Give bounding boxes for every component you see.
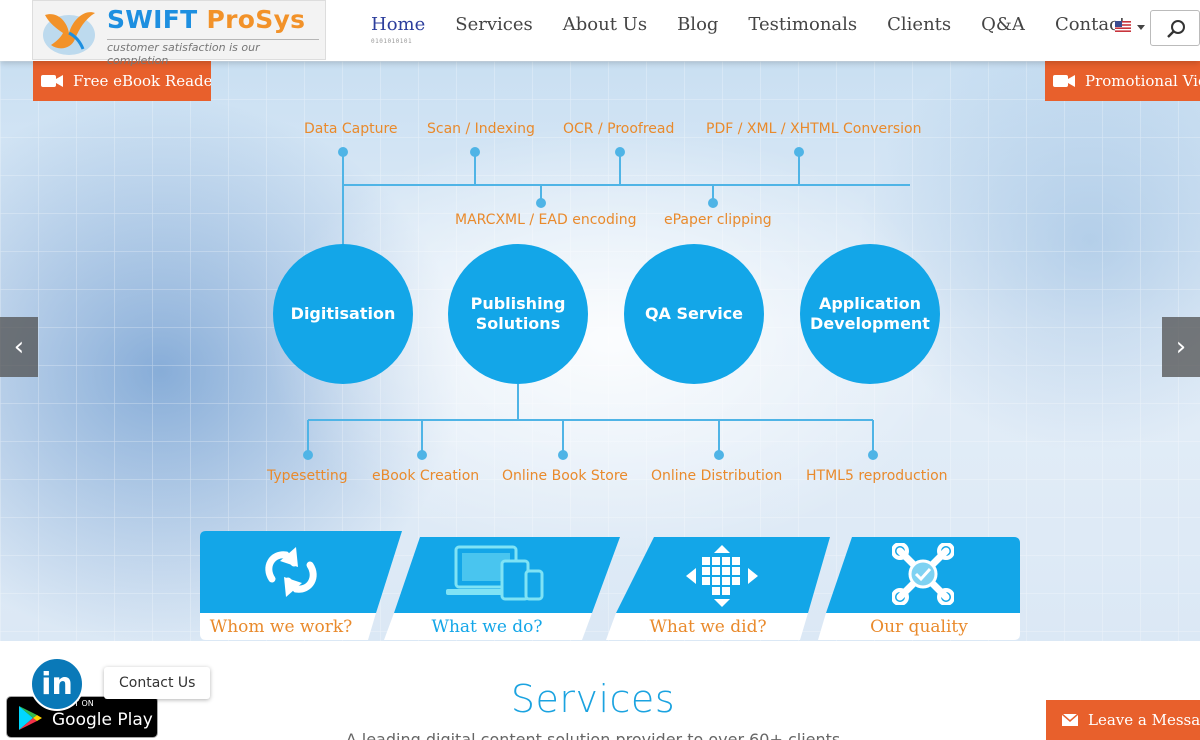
feature-tiles: Whom we work? What we do? [0,531,1200,641]
grid-arrows-icon [686,545,758,607]
slider-next-arrow[interactable]: › [1162,317,1200,377]
services-diagram [303,147,910,460]
label-ebook-creation: eBook Creation [372,468,480,484]
contact-us-button[interactable]: Contact Us [104,667,211,699]
promotional-video-button[interactable]: Promotional Video [1045,61,1200,101]
label-pdf-xml-conversion: PDF / XML / XHTML Conversion [706,121,922,137]
main-nav: Home 0101010101 Services About Us Blog T… [356,0,1141,60]
label-html5-reproduction: HTML5 reproduction [806,468,948,484]
label-scan-indexing: Scan / Indexing [427,121,535,137]
language-caret-icon[interactable] [1137,25,1145,30]
free-ebook-reader-button[interactable]: Free eBook Reader [33,61,211,101]
tile-what-we-do[interactable]: What we do? [394,531,592,641]
tile-label-our-quality: Our quality [870,617,968,637]
search-icon [1167,20,1185,38]
nav-contact[interactable]: Contact [1054,14,1127,35]
google-play-badge[interactable]: GET IT ON Google Play [6,696,158,738]
us-flag-icon[interactable] [1115,21,1131,32]
search-button[interactable] [1150,10,1200,46]
logo[interactable]: SWIFT ProSys customer satisfaction is ou… [32,0,326,67]
label-online-distribution: Online Distribution [651,468,783,484]
nav-clients[interactable]: Clients [887,14,952,35]
tools-badge-icon [892,543,954,605]
tile-label-what-we-did: What we did? [649,617,767,637]
video-camera-icon [1053,75,1075,87]
devices-icon [446,545,544,601]
video-camera-icon [41,75,63,87]
label-marcxml-ead: MARCXML / EAD encoding [455,212,637,228]
label-online-book-store: Online Book Store [502,468,628,484]
slider-prev-arrow[interactable]: ‹ [0,317,38,377]
tile-our-quality[interactable]: Our quality [826,531,1020,641]
tiles-background [200,531,1020,640]
services-heading: Services [510,677,676,721]
google-play-icon [19,706,42,730]
linkedin-icon[interactable]: in [30,657,84,711]
tile-label-what-we-do: What we do? [431,617,543,637]
circle-publishing-solutions[interactable]: Publishing Solutions [448,244,588,384]
tile-what-we-did[interactable]: What we did? [616,531,808,641]
bird-logo-icon [43,12,95,55]
logo-title: SWIFT ProSys [107,5,306,34]
envelope-icon [1062,714,1078,726]
label-data-capture: Data Capture [304,121,398,137]
nav-services[interactable]: Services [455,14,533,35]
site-header: SWIFT ProSys customer satisfaction is ou… [0,0,1200,67]
services-subtitle: A leading digital content solution provi… [345,730,841,740]
logo-tagline: customer satisfaction is our completion [107,39,319,67]
nav-about-us[interactable]: About Us [562,14,648,35]
circle-digitisation[interactable]: Digitisation [273,244,413,384]
nav-home[interactable]: Home 0101010101 [371,14,426,45]
tile-whom-we-work[interactable]: Whom we work? [200,531,378,641]
circle-application-development[interactable]: Application Development [800,244,940,384]
nav-blog[interactable]: Blog [677,14,719,35]
label-typesetting: Typesetting [267,468,348,484]
nav-home-sub: 0101010101 [371,38,413,45]
nav-qa[interactable]: Q&A [981,14,1025,35]
label-epaper-clipping: ePaper clipping [664,212,772,228]
tile-label-whom-we-work: Whom we work? [209,617,353,637]
sync-arrows-icon [265,547,317,597]
nav-testimonials[interactable]: Testimonals [748,14,858,35]
leave-message-button[interactable]: Leave a Message [1046,700,1200,740]
circle-qa-service[interactable]: QA Service [624,244,764,384]
hero-slider: Free eBook Reader Promotional Video ‹ › [0,61,1200,641]
label-ocr-proofread: OCR / Proofread [563,121,675,137]
google-play-big-text: Google Play [52,710,153,730]
